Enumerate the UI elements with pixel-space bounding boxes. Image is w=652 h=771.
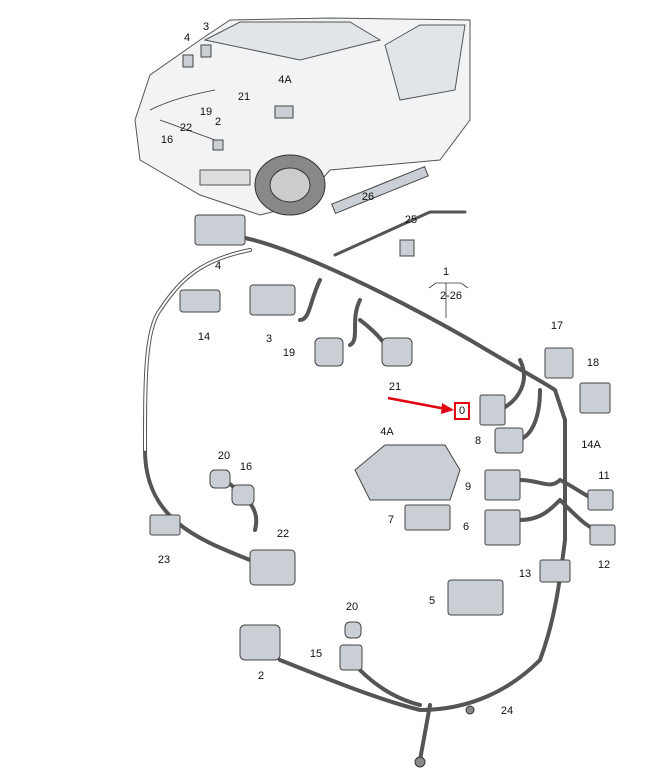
callout-label: 17 (550, 320, 564, 332)
callout-label: 4 (214, 260, 222, 272)
callout-label: 1 (442, 266, 450, 278)
pointer-arrow (387, 396, 447, 411)
callout-label: 19 (282, 347, 296, 359)
highlighted-callout-0[interactable]: 0 (453, 402, 471, 420)
callout-label: 20 (217, 450, 231, 462)
callout-label: 25 (404, 214, 418, 226)
callout-label: 20 (345, 601, 359, 613)
callout-label: 2-26 (439, 290, 463, 302)
callout-label: 23 (157, 554, 171, 566)
callout-label: 22 (276, 528, 290, 540)
pointer-arrowhead (441, 403, 454, 414)
components (149, 214, 616, 768)
callout-label: 4A (278, 74, 292, 86)
callout-label: 19 (199, 106, 213, 118)
wiring-harness (142, 165, 602, 762)
callout-label: 14 (197, 331, 211, 343)
callout-label: 7 (387, 514, 395, 526)
callout-label: 6 (462, 521, 470, 533)
callout-label: 14A (581, 439, 601, 451)
callout-label: 12 (597, 559, 611, 571)
callout-label: 21 (388, 381, 402, 393)
callout-label: 8 (474, 435, 482, 447)
callout-label: 2 (214, 116, 222, 128)
vehicle-illustration (134, 17, 471, 216)
callout-label: 26 (361, 191, 375, 203)
callout-label: 21 (237, 91, 251, 103)
callout-label: 2 (257, 670, 265, 682)
callout-label: 5 (428, 595, 436, 607)
callout-label: 16 (239, 461, 253, 473)
callout-label: 4 (183, 32, 191, 44)
callout-label: 3 (202, 21, 210, 33)
callout-label: 24 (500, 705, 514, 717)
callout-label: 22 (179, 122, 193, 134)
callout-label: 18 (586, 357, 600, 369)
callout-label: 4A (380, 426, 394, 438)
callout-label: 11 (598, 470, 610, 482)
callout-label: 3 (265, 333, 273, 345)
callout-label: 16 (160, 134, 174, 146)
callout-label: 9 (464, 481, 472, 493)
callout-label: 13 (518, 568, 532, 580)
callout-label: 15 (309, 648, 323, 660)
